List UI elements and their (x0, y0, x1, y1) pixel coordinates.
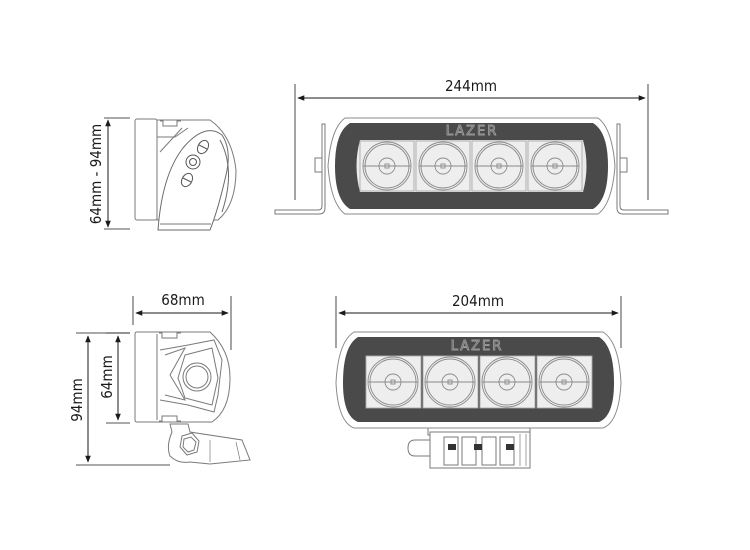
bottom-brand-label: LAZER (451, 339, 504, 354)
lens (415, 140, 471, 192)
bottom-front-view: 204mm LAZER (335, 292, 622, 469)
left-side-bracket (274, 123, 326, 215)
bottom-side-outer-height-dimension: 94mm (68, 332, 170, 466)
lens (365, 355, 422, 409)
bottom-side-inner-height-label: 64mm (98, 355, 116, 398)
top-front-width-dimension: 244mm (294, 77, 649, 200)
top-front-view: 244mm LAZER (274, 77, 669, 215)
top-side-height-label: 64mm - 94mm (87, 124, 105, 224)
bottom-front-width-dimension: 204mm (335, 292, 622, 348)
top-front-width-label: 244mm (445, 77, 497, 95)
right-side-bracket (616, 123, 669, 215)
top-brand-label: LAZER (446, 124, 499, 139)
bottom-lens-array (365, 355, 593, 409)
lens (536, 355, 593, 409)
top-light-bar-body: LAZER (327, 117, 616, 215)
bottom-side-housing (134, 331, 251, 465)
bottom-light-bar-body: LAZER (335, 331, 622, 429)
lens (527, 140, 583, 192)
bottom-side-width-dimension: 68mm (132, 291, 232, 350)
base-mount (407, 422, 531, 469)
bottom-side-width-label: 68mm (161, 291, 204, 309)
bottom-side-outer-height-label: 94mm (68, 378, 86, 421)
top-lens-array (359, 140, 583, 192)
lens (479, 355, 536, 409)
bottom-front-width-label: 204mm (452, 292, 504, 310)
bottom-side-view: 68mm 94mm 64mm (68, 291, 251, 466)
bottom-side-inner-height-dimension: 64mm (98, 332, 130, 424)
top-side-housing (134, 118, 237, 231)
top-side-height-dimension: 64mm - 94mm (87, 117, 130, 230)
lens (359, 140, 415, 192)
lens (471, 140, 527, 192)
lens (422, 355, 479, 409)
top-side-view: 64mm - 94mm (87, 117, 237, 231)
